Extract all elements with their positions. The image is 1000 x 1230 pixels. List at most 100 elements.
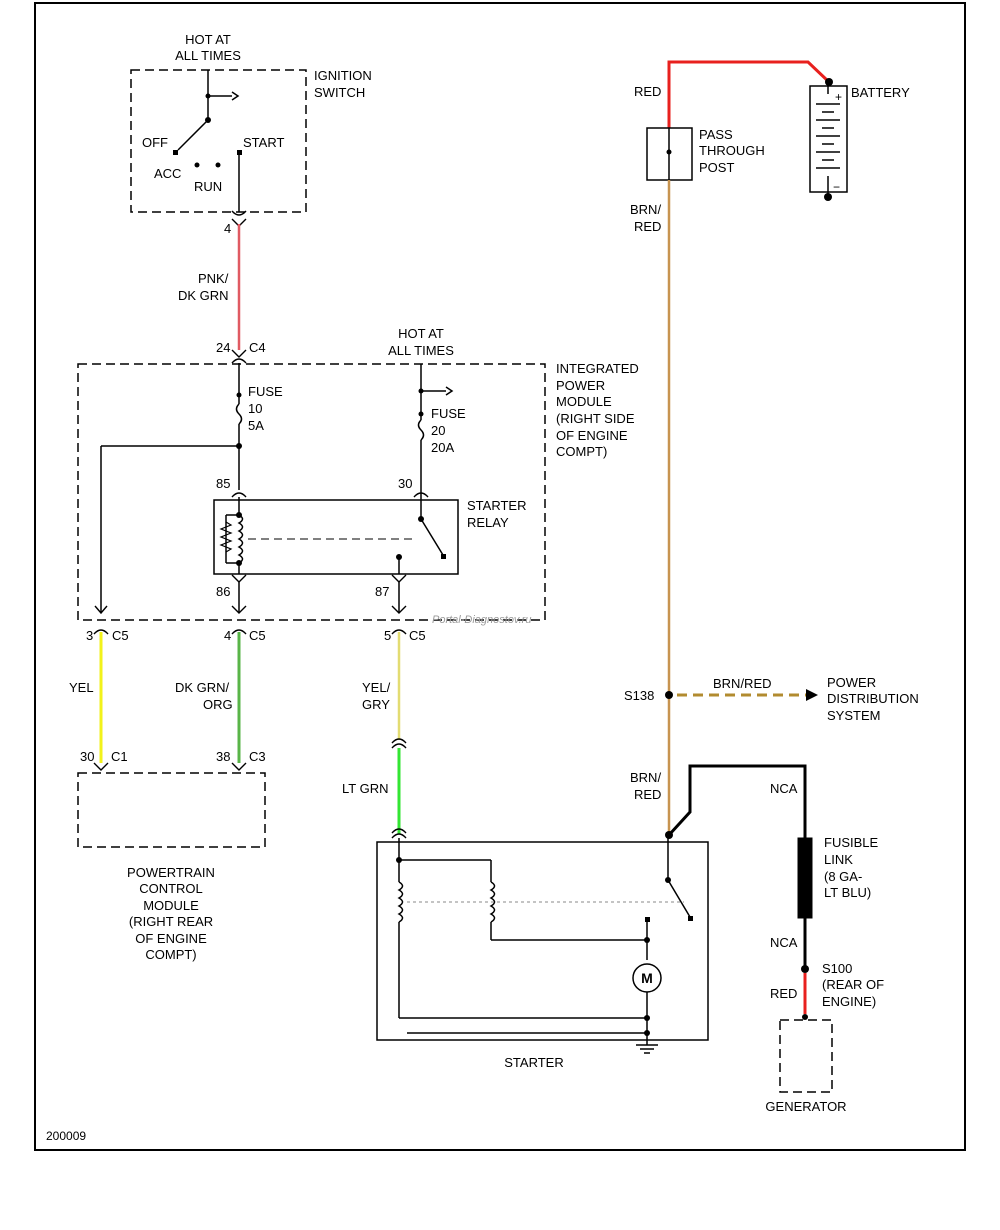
c5-connector-pin-5 (391, 629, 407, 635)
c1-connector (93, 762, 109, 771)
nca-label-1: NCA (770, 781, 798, 796)
fusible-link (797, 837, 813, 919)
s100-label-3: ENGINE) (822, 994, 876, 1009)
wire-yelgry-label-2: GRY (362, 697, 390, 712)
ignition-switch-label-1: IGNITION (314, 68, 372, 83)
starter-relay-label-1: STARTER (467, 498, 526, 513)
s100-label-2: (REAR OF (822, 977, 884, 992)
c3-label: C3 (249, 749, 266, 764)
diagram-frame (34, 2, 966, 1151)
fuse-10-label-3: 5A (248, 418, 264, 433)
c1-pin-30: 30 (80, 749, 94, 764)
power-distribution-label-2: DISTRIBUTION (827, 691, 919, 706)
wire-pnk-label-1: PNK/ (198, 271, 229, 286)
wire-red-battery (667, 60, 831, 128)
s100-label-1: S100 (822, 961, 852, 976)
relay-pin-85: 85 (216, 476, 230, 491)
battery-label: BATTERY (851, 85, 910, 100)
pass-through-label-1: PASS (699, 127, 733, 142)
integrated-power-module (77, 363, 546, 621)
ipm-label-4: (RIGHT SIDE (556, 411, 635, 426)
all-times-label-1: ALL TIMES (175, 48, 241, 63)
ipm-label-6: COMPT) (556, 444, 607, 459)
nca-label-2: NCA (770, 935, 798, 950)
ipm-label-1: INTEGRATED (556, 361, 639, 376)
wire-yel-label: YEL (69, 680, 94, 695)
starter-label: STARTER (504, 1055, 563, 1070)
c5-connector-pin-4 (231, 629, 247, 635)
fusible-link-label-3: (8 GA- (824, 869, 862, 884)
c3-connector (231, 762, 247, 771)
hot-at-label-1: HOT AT (185, 32, 231, 47)
wire-dkgrn-label-2: ORG (203, 697, 233, 712)
diagram-id: 200009 (46, 1129, 86, 1143)
relay-pin-86-connector (231, 574, 247, 583)
pcm-label-2: CONTROL (139, 881, 203, 896)
splice-s100 (801, 965, 809, 973)
wire-brnred-label-1b: RED (634, 219, 661, 234)
ignition-pin-4: 4 (224, 221, 231, 236)
wire-nca-upper (667, 764, 807, 838)
switch-start-label: START (243, 135, 284, 150)
wire-brnred-pd-label: BRN/RED (713, 676, 772, 691)
wire-brnred-label-2b: RED (634, 787, 661, 802)
fusible-link-label-2: LINK (824, 852, 853, 867)
fuse-20 (417, 364, 454, 500)
starter-relay (213, 497, 459, 575)
switch-off-label: OFF (142, 135, 168, 150)
wire-yelgry-label-1: YEL/ (362, 680, 391, 695)
battery-symbol (809, 82, 848, 201)
ignition-switch (130, 69, 307, 213)
ipm-label-2: POWER (556, 378, 605, 393)
ipm-label-5: OF ENGINE (556, 428, 628, 443)
wire-red-top-label: RED (634, 84, 661, 99)
switch-run-label: RUN (194, 179, 222, 194)
fuse-10 (94, 363, 243, 615)
wire-dkgrn-label-1: DK GRN/ (175, 680, 230, 695)
pcm-label-6: COMPT) (145, 947, 196, 962)
battery-plus: + (835, 90, 842, 104)
wire-ltgrn-label: LT GRN (342, 781, 388, 796)
c4-pin-24: 24 (216, 340, 230, 355)
c4-connector (231, 349, 247, 364)
fusible-link-label-4: LT BLU) (824, 885, 871, 900)
fuse-10-label-2: 10 (248, 401, 262, 416)
fuse-10-label-1: FUSE (248, 384, 283, 399)
generator-label: GENERATOR (765, 1099, 846, 1114)
battery-minus: − (833, 180, 840, 194)
c5-label-b: C5 (249, 628, 266, 643)
splice-s138 (665, 691, 673, 699)
fuse-20-label-3: 20A (431, 440, 454, 455)
powertrain-control-module (77, 772, 266, 848)
c4-label: C4 (249, 340, 266, 355)
pcm-label-5: OF ENGINE (135, 931, 207, 946)
c5-connector-pin-3 (93, 629, 109, 635)
starter-inline-connector (391, 828, 407, 839)
all-times-label-2: ALL TIMES (388, 343, 454, 358)
ignition-switch-label-2: SWITCH (314, 85, 365, 100)
wire-brnred-label-1a: BRN/ (630, 202, 661, 217)
pcm-label-1: POWERTRAIN (127, 865, 215, 880)
wire-pnk-label-2: DK GRN (178, 288, 229, 303)
relay-pin-86: 86 (216, 584, 230, 599)
c1-label: C1 (111, 749, 128, 764)
wire-brnred-label-2a: BRN/ (630, 770, 661, 785)
c5-label-c: C5 (409, 628, 426, 643)
c3-pin-38: 38 (216, 749, 230, 764)
relay-pin-87: 87 (375, 584, 389, 599)
pcm-label-4: (RIGHT REAR (129, 914, 213, 929)
power-distribution-label-3: SYSTEM (827, 708, 880, 723)
relay-pin-85-connector (231, 492, 247, 498)
pcm-label-3: MODULE (143, 898, 199, 913)
power-distribution-label-1: POWER (827, 675, 876, 690)
wire-red-bottom-label: RED (770, 986, 797, 1001)
starter-relay-label-2: RELAY (467, 515, 509, 530)
power-distribution-arrow (806, 689, 818, 701)
ipm-label-3: MODULE (556, 394, 612, 409)
c5-label-a: C5 (112, 628, 129, 643)
generator (779, 1019, 833, 1093)
relay-pin-87-connector (391, 574, 407, 583)
pass-through-label-2: THROUGH (699, 143, 765, 158)
yel-gry-inline-connector (391, 738, 407, 749)
